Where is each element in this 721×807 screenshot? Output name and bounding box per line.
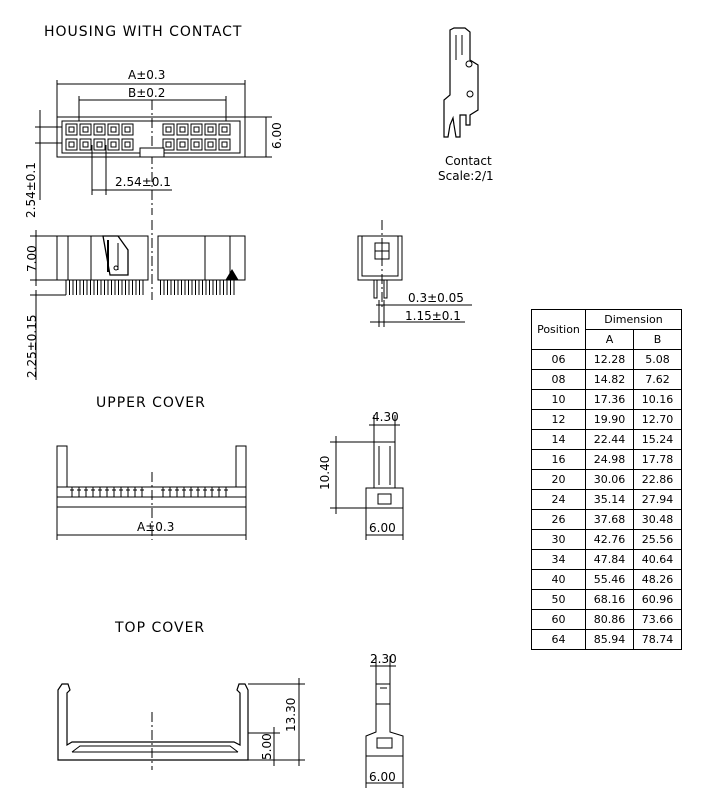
table-cell-pos: 40 [531, 569, 586, 590]
table-cell-b: 22.86 [633, 469, 682, 490]
dim-top-base-height: 5.00 [260, 733, 274, 760]
table-cell-b: 73.66 [633, 609, 682, 630]
table-cell-a: 24.98 [585, 449, 634, 470]
table-cell-b: 17.78 [633, 449, 682, 470]
dim-side-height: 7.00 [25, 245, 39, 272]
dim-upper-height: 10.40 [318, 455, 332, 490]
table-cell-a: 68.16 [585, 589, 634, 610]
table-cell-b: 27.94 [633, 489, 682, 510]
dim-top-width: 2.30 [370, 652, 397, 666]
position-header: Position [531, 309, 586, 350]
table-cell-b: 15.24 [633, 429, 682, 450]
housing-end-view [357, 220, 472, 327]
table-cell-b: 7.62 [633, 369, 682, 390]
dim-row-pitch: 2.54±0.1 [24, 162, 38, 218]
dim-top-base: 6.00 [369, 770, 396, 784]
table-cell-a: 80.86 [585, 609, 634, 630]
table-cell-pos: 14 [531, 429, 586, 450]
table-cell-pos: 12 [531, 409, 586, 430]
housing-top-view [35, 80, 272, 215]
table-cell-pos: 30 [531, 529, 586, 550]
dim-upper-a: A±0.3 [137, 520, 175, 534]
col-b-header: B [633, 329, 682, 350]
table-cell-a: 14.82 [585, 369, 634, 390]
dim-pin-length: 2.25±0.15 [25, 314, 39, 379]
table-cell-b: 78.74 [633, 629, 682, 650]
table-cell-b: 60.96 [633, 589, 682, 610]
dim-housing-a: A±0.3 [128, 68, 166, 82]
section-title-upper-cover: UPPER COVER [96, 395, 206, 411]
dim-pin-offset: 1.15±0.1 [405, 309, 461, 323]
table-cell-a: 19.90 [585, 409, 634, 430]
table-cell-a: 22.44 [585, 429, 634, 450]
col-a-header: A [585, 329, 634, 350]
table-cell-pos: 20 [531, 469, 586, 490]
dim-col-pitch: 2.54±0.1 [115, 175, 171, 189]
table-cell-a: 47.84 [585, 549, 634, 570]
table-cell-a: 12.28 [585, 349, 634, 370]
upper-cover-front [56, 445, 247, 540]
table-cell-pos: 10 [531, 389, 586, 410]
table-cell-b: 10.16 [633, 389, 682, 410]
dim-housing-height: 6.00 [270, 122, 284, 149]
table-cell-a: 35.14 [585, 489, 634, 510]
table-cell-pos: 34 [531, 549, 586, 570]
table-cell-pos: 16 [531, 449, 586, 470]
table-cell-b: 5.08 [633, 349, 682, 370]
dim-upper-width: 4.30 [372, 410, 399, 424]
table-cell-a: 85.94 [585, 629, 634, 650]
table-cell-pos: 60 [531, 609, 586, 630]
contact-detail [443, 27, 479, 138]
table-cell-pos: 50 [531, 589, 586, 610]
section-title-housing: HOUSING WITH CONTACT [44, 24, 243, 40]
dim-pin-width: 0.3±0.05 [408, 291, 464, 305]
section-title-top-cover: TOP COVER [115, 620, 206, 636]
table-cell-a: 37.68 [585, 509, 634, 530]
top-cover-end [365, 656, 404, 788]
table-cell-pos: 64 [531, 629, 586, 650]
table-cell-a: 55.46 [585, 569, 634, 590]
contact-scale: Scale:2/1 [438, 169, 494, 183]
table-cell-pos: 06 [531, 349, 586, 370]
table-cell-b: 30.48 [633, 509, 682, 530]
table-cell-a: 17.36 [585, 389, 634, 410]
table-cell-b: 48.26 [633, 569, 682, 590]
table-cell-b: 40.64 [633, 549, 682, 570]
table-cell-pos: 24 [531, 489, 586, 510]
table-cell-a: 42.76 [585, 529, 634, 550]
table-cell-pos: 26 [531, 509, 586, 530]
dim-top-height: 13.30 [284, 697, 298, 732]
dimension-header: Dimension [585, 309, 682, 330]
table-cell-pos: 08 [531, 369, 586, 390]
top-cover-front [57, 678, 305, 770]
table-cell-a: 30.06 [585, 469, 634, 490]
dim-upper-base: 6.00 [369, 521, 396, 535]
housing-side-view [30, 220, 246, 380]
table-cell-b: 12.70 [633, 409, 682, 430]
dim-housing-b: B±0.2 [128, 86, 166, 100]
table-cell-b: 25.56 [633, 529, 682, 550]
contact-label: Contact [445, 154, 492, 168]
upper-cover-end [330, 415, 404, 540]
